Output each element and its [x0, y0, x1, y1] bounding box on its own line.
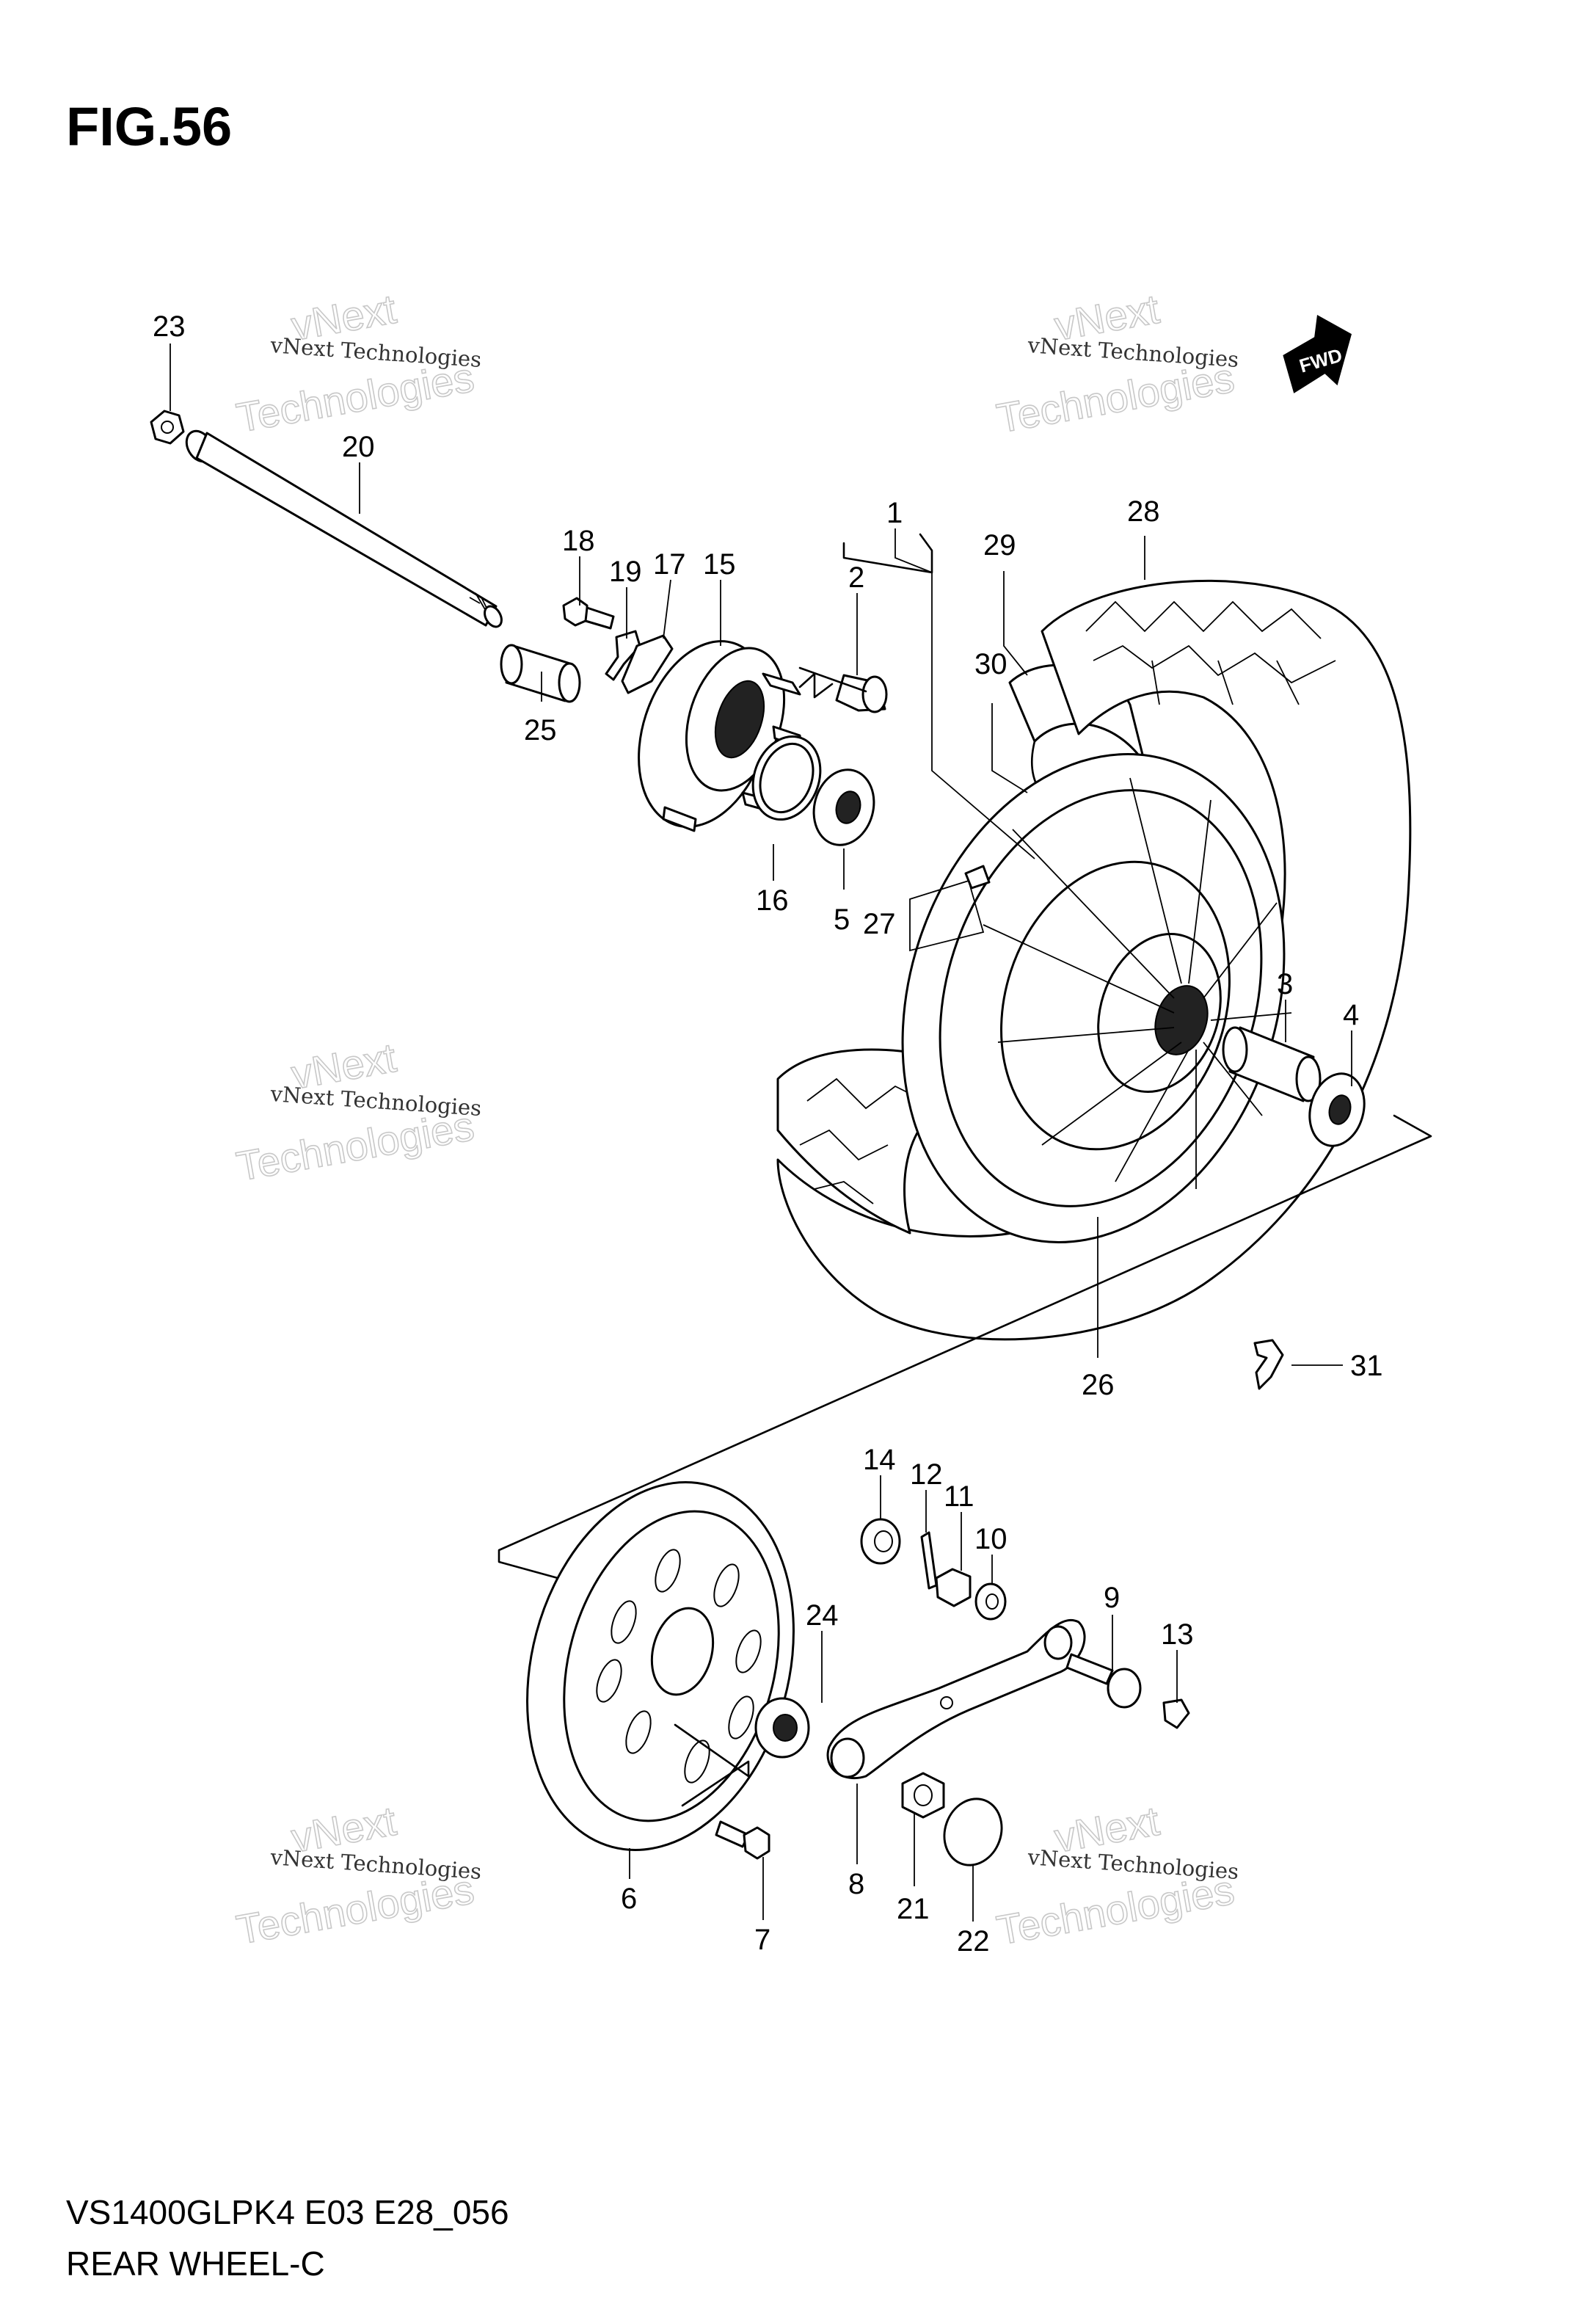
callout-25: 25 — [524, 714, 557, 746]
callout-10: 10 — [974, 1523, 1007, 1555]
watermark-top-right: vNext vNext Technologies Technologies — [993, 285, 1239, 442]
callout-13: 13 — [1161, 1618, 1194, 1651]
part-1-wheel-hub — [901, 753, 1292, 1243]
watermark-bottom-left: vNext vNext Technologies Technologies — [233, 1797, 482, 1954]
part-3-spacer — [1222, 1026, 1322, 1102]
forward-arrow-icon: FWD — [1283, 315, 1352, 393]
callout-5: 5 — [834, 904, 850, 936]
part-28-tire — [776, 580, 1412, 1341]
callout-4: 4 — [1343, 999, 1359, 1031]
callout-22: 22 — [957, 1925, 990, 1957]
watermark-top-left: vNext vNext Technologies Technologies — [233, 285, 482, 442]
callout-31: 31 — [1350, 1350, 1383, 1382]
part-16-o-ring — [751, 735, 822, 821]
part-2-collar — [835, 674, 888, 713]
svg-text:Technologies: Technologies — [233, 1866, 478, 1953]
part-22-cap — [943, 1797, 1003, 1866]
part-25-spacer — [500, 644, 581, 703]
callout-19: 19 — [609, 556, 642, 588]
callout-16: 16 — [756, 884, 789, 917]
callout-labels: 1 2 3 4 5 6 7 8 9 10 11 12 13 14 15 16 1… — [153, 310, 1383, 1957]
svg-text:Technologies: Technologies — [233, 1102, 478, 1190]
callout-27: 27 — [863, 908, 896, 940]
part-7-bolt — [715, 1820, 770, 1860]
callout-11: 11 — [944, 1480, 974, 1513]
callout-26: 26 — [1082, 1369, 1115, 1401]
diagram-name: REAR WHEEL-C — [66, 2244, 325, 2283]
part-18-bolt — [562, 597, 615, 630]
part-11-nut — [935, 1568, 972, 1607]
part-12-cotter-pin — [920, 1531, 938, 1590]
watermark-mid-left: vNext vNext Technologies Technologies — [233, 1033, 482, 1190]
callout-29: 29 — [983, 529, 1016, 561]
callout-18: 18 — [562, 525, 595, 557]
svg-text:Technologies: Technologies — [994, 355, 1238, 442]
callout-30: 30 — [974, 648, 1007, 680]
part-5-bearing — [812, 768, 875, 846]
part-8-torque-arm — [826, 1618, 1086, 1780]
part-9-bolt — [1065, 1653, 1142, 1709]
callout-6: 6 — [621, 1883, 637, 1915]
part-4-bearing — [1308, 1072, 1366, 1147]
callout-2: 2 — [848, 561, 864, 594]
callout-17: 17 — [653, 548, 686, 581]
part-19-clip — [605, 630, 641, 681]
callout-15: 15 — [703, 548, 736, 581]
part-20-axle — [185, 429, 503, 628]
callout-7: 7 — [754, 1924, 770, 1956]
part-14-nut — [860, 1518, 901, 1565]
part-13-cap — [1162, 1698, 1190, 1729]
part-31-clip — [1253, 1339, 1284, 1390]
part-21-nut — [901, 1772, 945, 1819]
leader-lines — [170, 343, 1352, 1922]
figure-title: FIG.56 — [66, 96, 232, 157]
callout-8: 8 — [848, 1868, 864, 1900]
part-23-nut — [150, 410, 185, 445]
callout-20: 20 — [342, 431, 375, 463]
callout-3: 3 — [1277, 968, 1293, 1000]
svg-text:Technologies: Technologies — [994, 1866, 1238, 1954]
part-24-collar — [754, 1697, 810, 1759]
callout-21: 21 — [897, 1893, 930, 1925]
callout-23: 23 — [153, 310, 186, 343]
callout-28: 28 — [1127, 495, 1160, 528]
callout-9: 9 — [1104, 1582, 1120, 1614]
callout-12: 12 — [910, 1458, 943, 1491]
callout-1: 1 — [886, 497, 903, 529]
model-code: VS1400GLPK4 E03 E28_056 — [66, 2193, 509, 2231]
callout-14: 14 — [863, 1444, 896, 1476]
svg-text:Technologies: Technologies — [233, 354, 478, 441]
watermark-bottom-right: vNext vNext Technologies Technologies — [993, 1797, 1239, 1954]
part-15-drum-carrier — [638, 640, 834, 832]
part-10-washer — [974, 1582, 1007, 1621]
callout-24: 24 — [806, 1599, 839, 1632]
part-6-brake-disc — [526, 1481, 795, 1851]
